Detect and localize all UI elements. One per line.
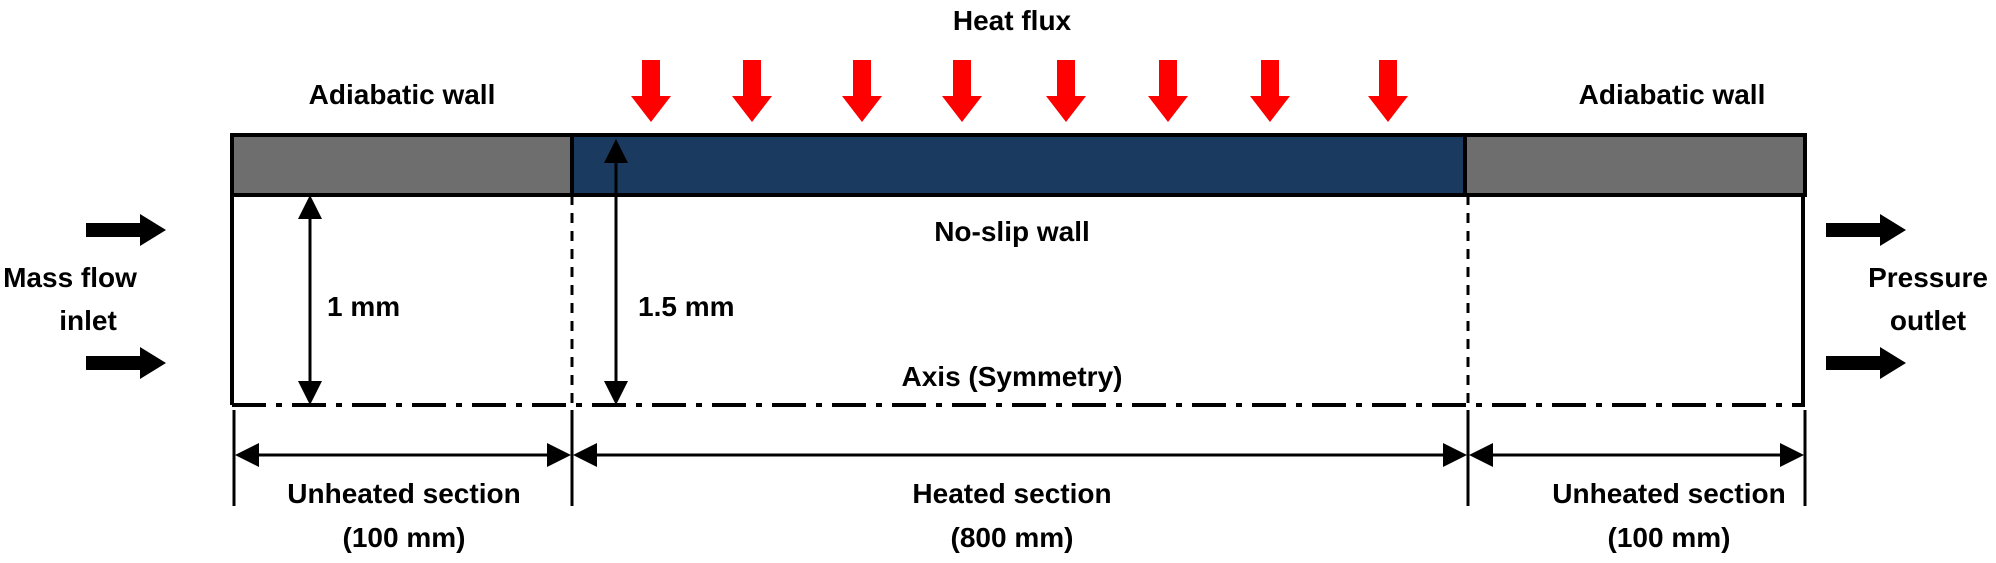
axis-symmetry-label: Axis (Symmetry) (902, 361, 1123, 392)
heat-flux-arrows (631, 60, 1408, 122)
flow-arrow-icon (86, 214, 166, 246)
flow-arrow-icon (1826, 214, 1906, 246)
heated-wall (570, 133, 1467, 197)
heated-label-line2: (800 mm) (951, 522, 1074, 553)
dimension-1mm-label: 1 mm (327, 291, 400, 322)
heat-flux-label: Heat flux (953, 5, 1072, 36)
mass-flow-inlet-label-line2: inlet (59, 305, 117, 336)
heat-arrow-icon (842, 60, 882, 122)
dimension-1-5mm-label: 1.5 mm (638, 291, 735, 322)
unheated-left-label-line2: (100 mm) (343, 522, 466, 553)
heated-label-line1: Heated section (912, 478, 1111, 509)
pressure-outlet-label-line1: Pressure (1868, 262, 1988, 293)
heat-arrow-icon (732, 60, 772, 122)
heat-arrow-icon (942, 60, 982, 122)
no-slip-wall-label: No-slip wall (934, 216, 1090, 247)
adiabatic-wall-left (230, 133, 574, 197)
heat-arrow-icon (1368, 60, 1408, 122)
adiabatic-wall-right-label: Adiabatic wall (1579, 79, 1766, 110)
heat-arrow-icon (1250, 60, 1290, 122)
flow-arrow-icon (86, 347, 166, 379)
pressure-outlet-label-line2: outlet (1890, 305, 1966, 336)
flow-arrow-icon (1826, 347, 1906, 379)
heat-arrow-icon (1046, 60, 1086, 122)
heat-arrow-icon (631, 60, 671, 122)
mass-flow-inlet-label-line1: Mass flow (3, 262, 137, 293)
heat-arrow-icon (1148, 60, 1188, 122)
unheated-right-label-line2: (100 mm) (1608, 522, 1731, 553)
unheated-right-label-line1: Unheated section (1552, 478, 1785, 509)
adiabatic-wall-right (1463, 133, 1807, 197)
adiabatic-wall-left-label: Adiabatic wall (309, 79, 496, 110)
unheated-left-label-line1: Unheated section (287, 478, 520, 509)
